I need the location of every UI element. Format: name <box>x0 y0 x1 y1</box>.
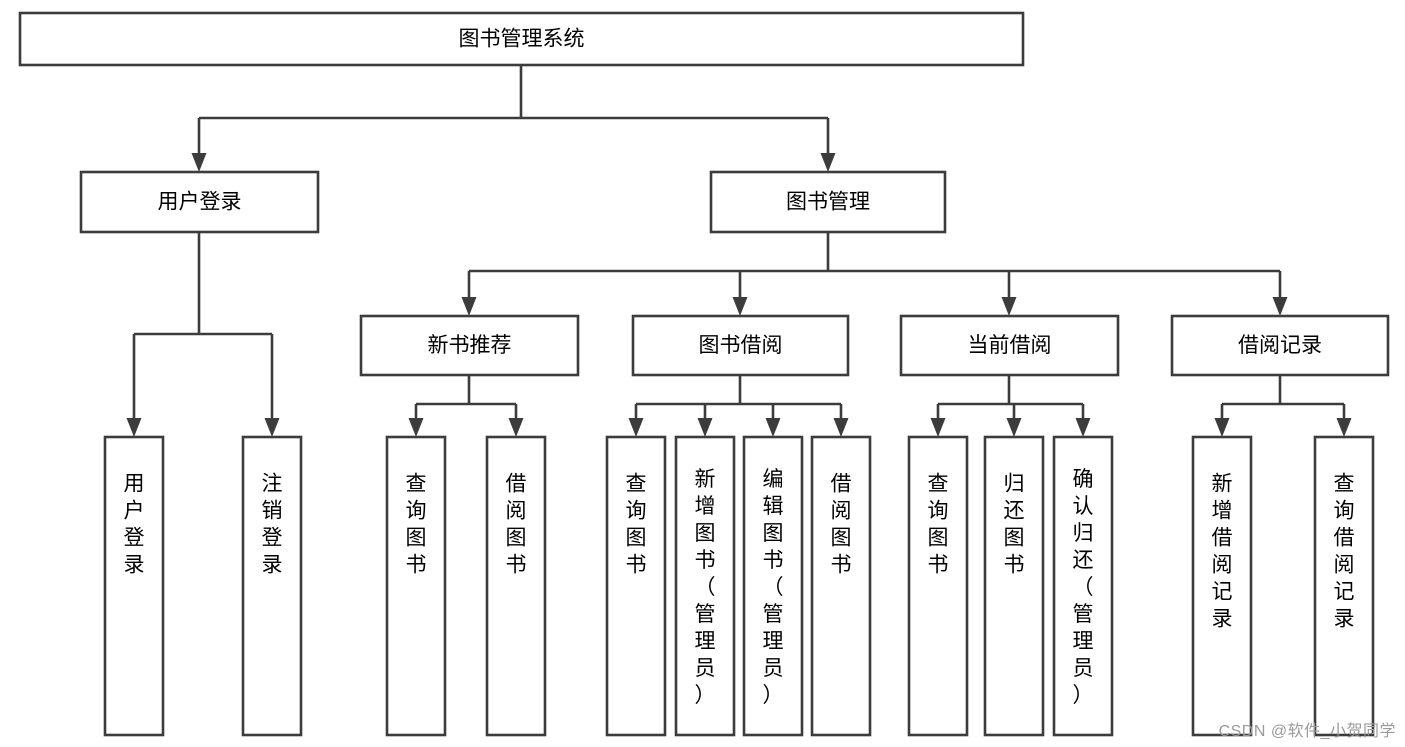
connector-group-bus-new-book-recommend <box>408 375 524 437</box>
node-new-book-recommend[interactable]: 新书推荐 <box>359 314 580 377</box>
connector-group-bus-book-management <box>461 232 1288 316</box>
connector-group-bus-borrow-record <box>1214 375 1352 437</box>
node-box[interactable] <box>241 435 303 737</box>
node-label: 用户登录 <box>124 473 145 577</box>
node-box[interactable] <box>1170 314 1390 377</box>
node-book-borrow[interactable]: 图书借阅 <box>631 314 850 377</box>
node-box[interactable] <box>674 435 736 737</box>
node-leaf-query-book-current[interactable]: 查询图书 <box>907 435 969 737</box>
connector-group-bus-current-borrow <box>930 375 1091 437</box>
node-leaf-confirm-return[interactable]: 确认归还（管理员） <box>1052 435 1114 737</box>
arrow-head-icon <box>1214 418 1230 437</box>
arrow-head-icon <box>1272 297 1288 316</box>
node-current-borrow[interactable]: 当前借阅 <box>899 314 1120 377</box>
node-layer: 图书管理系统用户登录图书管理新书推荐图书借阅当前借阅借阅记录用户登录注销登录查询… <box>18 11 1390 737</box>
node-root[interactable]: 图书管理系统 <box>18 11 1025 67</box>
node-box[interactable] <box>359 314 580 377</box>
node-label: 确认归还（管理员） <box>1073 468 1094 707</box>
arrow-head-icon <box>461 297 477 316</box>
node-box[interactable] <box>709 170 947 234</box>
node-label: 归还图书 <box>1004 473 1025 577</box>
node-label: 新增图书（管理员） <box>695 468 716 707</box>
node-box[interactable] <box>103 435 165 737</box>
arrow-head-icon <box>508 418 524 437</box>
node-book-management[interactable]: 图书管理 <box>709 170 947 234</box>
node-box[interactable] <box>742 435 804 737</box>
arrow-head-icon <box>1001 297 1017 316</box>
arrow-head-icon <box>1336 418 1352 437</box>
node-label: 图书管理 <box>786 191 870 214</box>
node-label: 新书推荐 <box>428 334 512 357</box>
node-box[interactable] <box>605 435 667 737</box>
node-box[interactable] <box>1052 435 1114 737</box>
node-label: 当前借阅 <box>968 334 1052 357</box>
node-box[interactable] <box>631 314 850 377</box>
node-label: 查询图书 <box>626 473 647 577</box>
node-label: 图书借阅 <box>699 334 783 357</box>
arrow-head-icon <box>191 153 207 172</box>
node-leaf-query-book-borrow[interactable]: 查询图书 <box>605 435 667 737</box>
node-box[interactable] <box>983 435 1045 737</box>
arrow-head-icon <box>765 418 781 437</box>
node-label: 借阅图书 <box>506 473 527 577</box>
arrow-head-icon <box>833 418 849 437</box>
node-leaf-return-book[interactable]: 归还图书 <box>983 435 1045 737</box>
node-label: 借阅记录 <box>1238 334 1322 357</box>
node-leaf-query-book-recommend[interactable]: 查询图书 <box>385 435 447 737</box>
node-box[interactable] <box>18 11 1025 67</box>
arrow-head-icon <box>1006 418 1022 437</box>
connector-layer <box>126 65 1352 437</box>
node-leaf-logout[interactable]: 注销登录 <box>241 435 303 737</box>
node-label: 用户登录 <box>158 191 242 214</box>
connector-group-bus-book-borrow <box>628 375 849 437</box>
node-label: 新增借阅记录 <box>1212 473 1233 631</box>
node-box[interactable] <box>485 435 547 737</box>
node-label: 图书管理系统 <box>459 28 585 51</box>
node-box[interactable] <box>899 314 1120 377</box>
node-leaf-edit-book[interactable]: 编辑图书（管理员） <box>742 435 804 737</box>
arrow-head-icon <box>930 418 946 437</box>
node-box[interactable] <box>907 435 969 737</box>
node-leaf-query-borrow-record[interactable]: 查询借阅记录 <box>1313 435 1375 737</box>
node-box[interactable] <box>385 435 447 737</box>
node-leaf-user-login[interactable]: 用户登录 <box>103 435 165 737</box>
node-leaf-borrow-book[interactable]: 借阅图书 <box>810 435 872 737</box>
arrow-head-icon <box>628 418 644 437</box>
node-borrow-record[interactable]: 借阅记录 <box>1170 314 1390 377</box>
node-box[interactable] <box>1191 435 1253 737</box>
arrow-head-icon <box>408 418 424 437</box>
node-label: 查询图书 <box>406 473 427 577</box>
node-label: 注销登录 <box>262 473 283 577</box>
node-label: 查询图书 <box>928 473 949 577</box>
node-user-login[interactable]: 用户登录 <box>79 170 320 234</box>
node-leaf-add-borrow-record[interactable]: 新增借阅记录 <box>1191 435 1253 737</box>
connector-group-bus-root <box>191 65 836 172</box>
node-box[interactable] <box>810 435 872 737</box>
node-label: 借阅图书 <box>831 473 852 577</box>
node-leaf-add-book[interactable]: 新增图书（管理员） <box>674 435 736 737</box>
arrow-head-icon <box>1075 418 1091 437</box>
connector-group-bus-user-login <box>126 232 280 437</box>
node-label: 编辑图书（管理员） <box>763 468 784 707</box>
arrow-head-icon <box>697 418 713 437</box>
node-label: 查询借阅记录 <box>1334 473 1355 631</box>
arrow-head-icon <box>732 297 748 316</box>
arrow-head-icon <box>126 418 142 437</box>
node-box[interactable] <box>1313 435 1375 737</box>
csdn-watermark: CSDN @软件_小贺同学 <box>1218 723 1396 740</box>
node-box[interactable] <box>79 170 320 234</box>
arrow-head-icon <box>820 153 836 172</box>
arrow-head-icon <box>264 418 280 437</box>
node-leaf-borrow-book-recommend[interactable]: 借阅图书 <box>485 435 547 737</box>
